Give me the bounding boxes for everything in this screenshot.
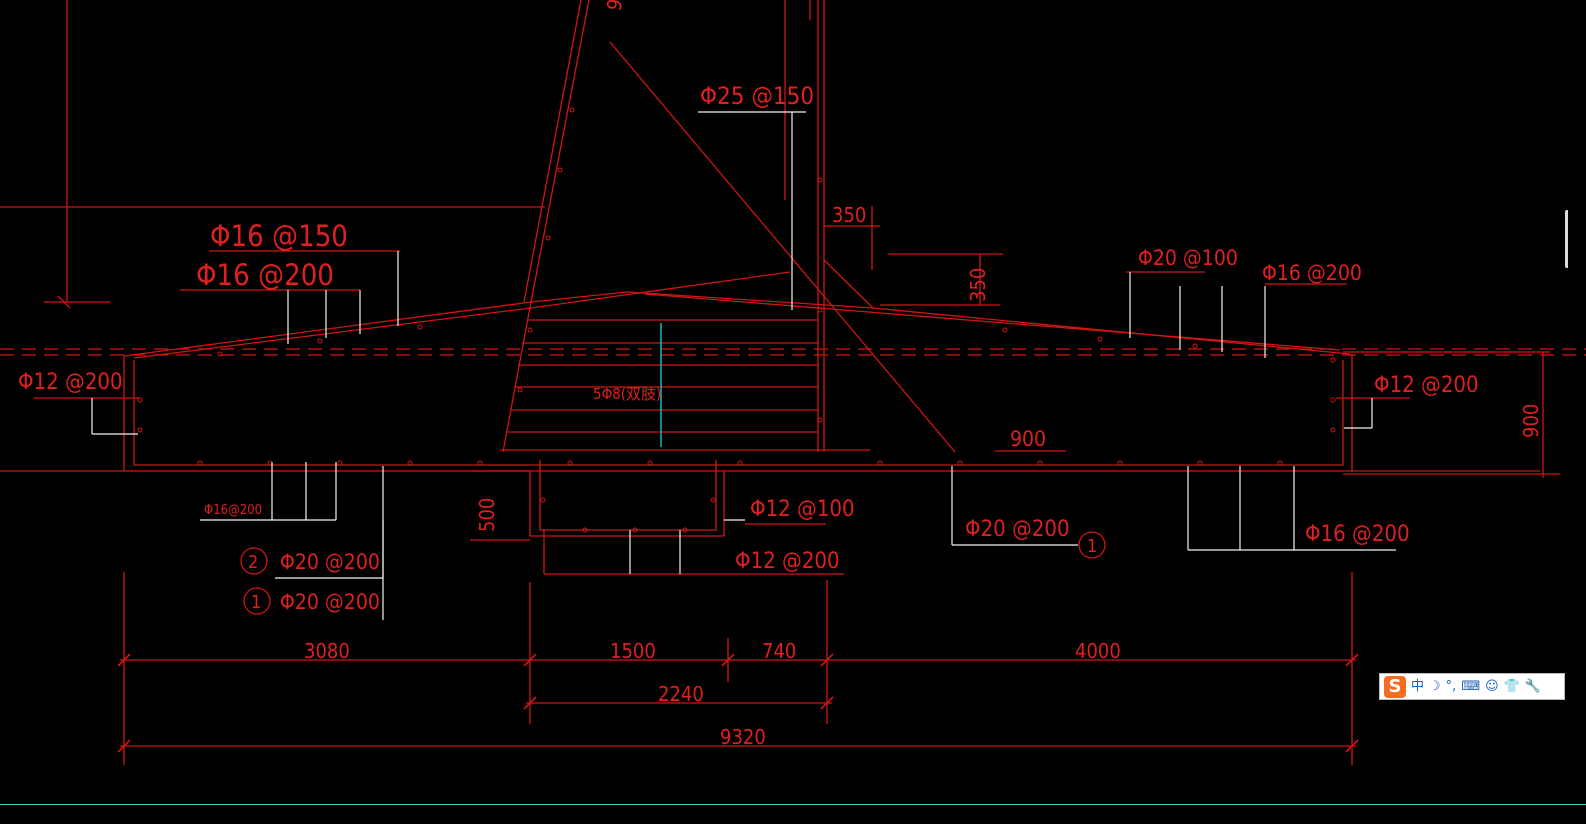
heel-top-rebar: [644, 293, 1341, 351]
dim-corner-900: 900: [602, 0, 634, 13]
marker-1: 1: [251, 592, 261, 613]
label-bottom-center: Φ20 @200: [965, 517, 1070, 542]
dim-740: 740: [762, 639, 796, 663]
chinese-mode-toggle[interactable]: 中: [1411, 679, 1425, 694]
user-icon[interactable]: ☺: [1485, 679, 1499, 694]
dim-right-900: 900: [1519, 404, 1543, 438]
settings-wrench-icon[interactable]: 🔧: [1524, 679, 1542, 694]
keyboard-icon[interactable]: ⌨: [1461, 679, 1481, 694]
shear-key-rebar: [539, 460, 717, 531]
stem-left-face: [502, 0, 590, 453]
label-bottom-mark1: Φ20 @200: [280, 590, 380, 614]
dim-step-350: 350: [966, 268, 990, 302]
slab-top: [123, 291, 1351, 357]
label-toe-side: Φ12 @200: [18, 370, 123, 395]
dim-2240: 2240: [658, 682, 704, 706]
slab-top-inner: [133, 271, 791, 359]
ime-toolbar[interactable]: S 中 ☽ °, ⌨ ☺ 👕 🔧: [1379, 673, 1565, 700]
side-panel-tab[interactable]: [1565, 210, 1568, 268]
dim-diag-900: 900: [1010, 427, 1046, 451]
shear-key: [529, 471, 725, 537]
marker-2-circle: [240, 547, 268, 575]
heel-corner: [823, 259, 874, 309]
command-line-border: [0, 804, 1586, 805]
slab-rebar-outline: [133, 360, 1344, 466]
label-stirrups: 5Φ8(双肢): [593, 385, 661, 403]
label-heel-side: Φ12 @200: [1374, 373, 1479, 398]
dim-1500: 1500: [610, 639, 656, 663]
label-key-bottom: Φ12 @200: [735, 549, 840, 574]
dim-9320: 9320: [720, 725, 766, 749]
label-bottom-right: Φ16 @200: [1305, 522, 1410, 547]
label-top-slab-lower: Φ16 @200: [196, 258, 334, 292]
dim-3080: 3080: [304, 639, 350, 663]
marker-2: 2: [248, 552, 258, 573]
label-top-slab-upper: Φ16 @150: [210, 219, 348, 253]
structure-lines: [0, 0, 1586, 765]
label-heel-top-right: Φ16 @200: [1262, 261, 1362, 285]
label-stem: Φ25 @150: [700, 82, 814, 110]
label-key-stirrup: Φ12 @100: [750, 497, 855, 522]
marker-1b-circle: [1078, 531, 1106, 559]
punctuation-toggle[interactable]: °,: [1445, 679, 1457, 694]
marker-1-circle: [243, 587, 271, 615]
stem-left-inner: [523, 0, 582, 303]
diag-dim-line: [609, 41, 956, 453]
label-heel-top: Φ20 @100: [1138, 246, 1238, 270]
skin-icon[interactable]: 👕: [1503, 679, 1520, 694]
rebar-dots: [137, 107, 1336, 533]
leader-lines: [91, 111, 1396, 620]
left-tick-slash: [57, 295, 71, 309]
label-bottom-mark2: Φ20 @200: [280, 550, 380, 574]
label-bottom-left-small: Φ16@200: [204, 503, 262, 518]
sogou-logo-icon[interactable]: S: [1384, 675, 1406, 698]
dim-stem-350: 350: [832, 203, 866, 227]
moon-icon[interactable]: ☽: [1429, 679, 1441, 694]
dim-4000: 4000: [1075, 639, 1121, 663]
labels: Φ16 @150 Φ16 @200 Φ25 @150 Φ20 @100 Φ16 …: [18, 0, 1543, 749]
marker-1b: 1: [1087, 536, 1097, 557]
dim-key-500: 500: [475, 498, 499, 532]
